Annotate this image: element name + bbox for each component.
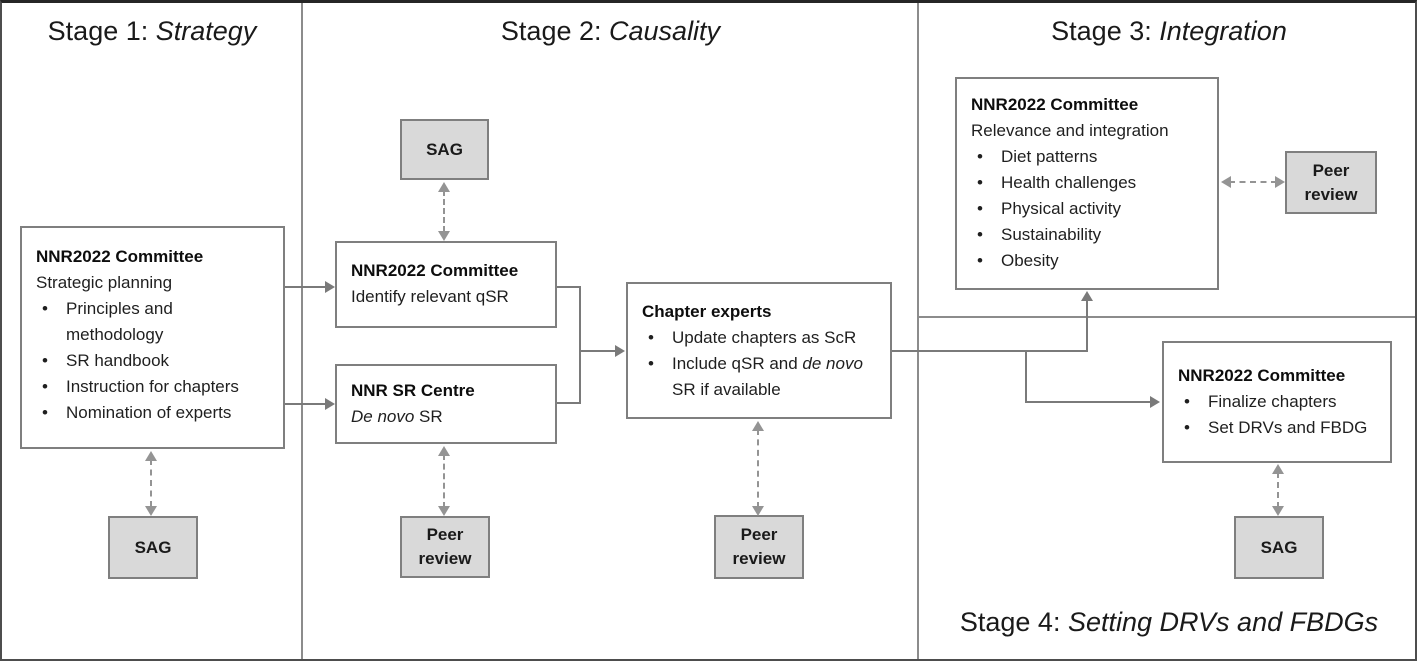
stage3-peer-review-box: Peer review [1285,151,1377,214]
stage3-peer-review-label: Peer review [1304,160,1358,204]
dashed-head-down-sag-stage2 [438,231,450,241]
stage2-title-prefix: Stage 2: [500,16,610,46]
stage1-committee-title: NNR2022 Committee [36,247,204,266]
stage4-committee-box: NNR2022 Committee Finalize chapters Set … [1162,341,1392,463]
dashed-head-left-stage3-peer [1221,176,1231,188]
connector-chapter-experts-out [892,350,1088,352]
dashed-arrow-stage4-sag [1277,472,1279,508]
chapter-peer-review-box: Peer review [714,515,804,579]
arrowhead-to-stage4 [1150,396,1160,408]
stage2-sr-peer-review-box: Peer review [400,516,490,578]
stage1-title-name: Strategy [155,16,257,46]
stage4-committee-title: NNR2022 Committee [1178,366,1346,385]
bullet2-de-novo: de novo [802,354,863,373]
stage1-bullet-handbook: SR handbook [36,348,269,374]
stage3-committee-subtitle: Relevance and integration [971,121,1169,140]
dashed-head-up-stage4-sag [1272,464,1284,474]
de-novo-italic: De novo [351,407,415,426]
stage3-title: Stage 3: Integration [919,16,1415,47]
stage2-sr-peer-review-label: Peer review [418,525,472,568]
dashed-head-up-stage1-sag [145,451,157,461]
arrowhead-up-to-stage3 [1081,291,1093,301]
dashed-head-down-stage1-sag [145,506,157,516]
bullet2-post: SR if available [672,380,781,399]
stage2-sr-centre-box: NNR SR Centre De novo SR [335,364,557,444]
chapter-experts-bullet-update: Update chapters as ScR [642,325,876,351]
dashed-arrow-sr-centre-peer [443,454,445,508]
stage2-sr-centre-subtitle: De novo SR [351,404,541,430]
connector-sr-centre-stub [557,402,581,404]
arrowhead-stage1-to-committee [325,281,335,293]
stage4-sag-label: SAG [1260,537,1298,557]
dashed-head-down-sr-peer [438,506,450,516]
stage2-title: Stage 2: Causality [302,16,919,47]
stage3-committee-title: NNR2022 Committee [971,95,1139,114]
dashed-arrow-chapter-peer [757,429,759,508]
connector-to-stage4 [1025,401,1152,403]
connector-stage1-to-committee [285,286,327,288]
arrowhead-to-chapter-experts [615,345,625,357]
stage4-title: Stage 4: Setting DRVs and FBDGs [919,607,1415,638]
column-divider-2 [917,3,919,659]
arrowhead-stage1-to-sr-centre [325,398,335,410]
connector-down-branch [1025,350,1027,403]
connector-committee-stub [557,286,581,288]
stage1-title: Stage 1: Strategy [2,16,302,47]
stage4-bullet-set-drvs: Set DRVs and FBDG [1178,415,1376,441]
stage1-bullet-nomination: Nomination of experts [36,400,269,426]
stage3-title-name: Integration [1159,16,1287,46]
column-divider-1 [301,3,303,659]
stage2-committee-subtitle: Identify relevant qSR [351,287,509,306]
stage3-bullet-sustainability: Sustainability [971,222,1203,248]
stage3-title-prefix: Stage 3: [1051,16,1160,46]
dashed-arrow-stage1-sag [150,459,152,507]
chapter-experts-box: Chapter experts Update chapters as ScR I… [626,282,892,419]
stage3-bullet-health: Health challenges [971,170,1203,196]
stage2-sag-label: SAG [426,139,463,159]
chapter-experts-title: Chapter experts [642,302,772,321]
dashed-arrow-sag-stage2-committee [443,190,445,232]
stage1-sag-label: SAG [134,537,172,557]
stage3-bullet-obesity: Obesity [971,248,1203,274]
stage3-bullet-diet: Diet patterns [971,144,1203,170]
stage4-bullet-finalize: Finalize chapters [1178,389,1376,415]
connector-merge-to-chapter-experts [579,350,617,352]
connector-merge-vertical [579,286,581,404]
stage1-bullet-principles: Principles and methodology [36,296,269,348]
connector-stage1-to-sr-centre [285,403,327,405]
stage2-sag-box: SAG [400,119,489,180]
dashed-head-right-stage3-peer [1275,176,1285,188]
stage2-committee-title: NNR2022 Committee [351,261,519,280]
stage3-bullet-physical: Physical activity [971,196,1203,222]
stage1-title-prefix: Stage 1: [47,16,156,46]
stage2-committee-box: NNR2022 Committee Identify relevant qSR [335,241,557,328]
stage4-title-prefix: Stage 4: [959,607,1068,637]
stage1-committee-box: NNR2022 Committee Strategic planning Pri… [20,226,285,449]
stage2-title-name: Causality [609,16,721,46]
stage1-bullet-instruction: Instruction for chapters [36,374,269,400]
dashed-head-up-chapter-peer [752,421,764,431]
stage1-sag-box: SAG [108,516,198,579]
stage4-title-name: Setting DRVs and FBDGs [1067,607,1379,637]
dashed-head-up-sag-stage2 [438,182,450,192]
dashed-head-down-chapter-peer [752,506,764,516]
chapter-experts-bullet-include: Include qSR and de novo SR if available [642,351,876,403]
chapter-peer-review-label: Peer review [732,525,786,568]
connector-up-to-stage3 [1086,299,1088,352]
sr-rest: SR [414,407,443,426]
stage1-committee-subtitle: Strategic planning [36,273,173,292]
stage3-committee-box: NNR2022 Committee Relevance and integrat… [955,77,1219,290]
dashed-head-up-sr-peer [438,446,450,456]
dashed-head-down-stage4-sag [1272,506,1284,516]
stage3-stage4-divider [919,316,1415,318]
dashed-arrow-stage3-peer [1229,181,1277,183]
stage4-sag-box: SAG [1234,516,1324,579]
stage2-sr-centre-title: NNR SR Centre [351,381,475,400]
bullet2-pre: Include qSR and [672,354,803,373]
